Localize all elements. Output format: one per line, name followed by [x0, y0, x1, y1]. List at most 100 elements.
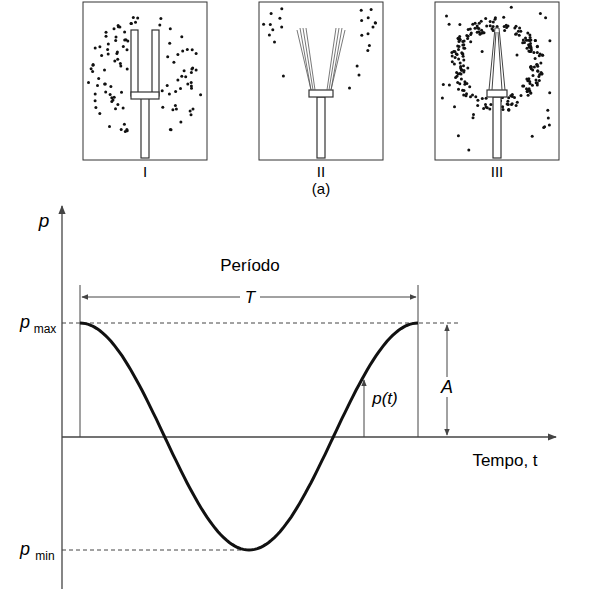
- molecule-dot: [523, 41, 526, 44]
- molecule-dot: [107, 43, 110, 46]
- molecule-dot: [531, 135, 534, 138]
- molecule-dot: [126, 68, 129, 71]
- molecule-dot: [100, 54, 103, 57]
- molecule-dot: [374, 21, 377, 24]
- molecule-dot: [191, 48, 194, 51]
- molecule-dot: [522, 84, 525, 87]
- molecule-dot: [467, 148, 470, 151]
- molecule-dot: [113, 96, 116, 99]
- axis-label: T: [242, 288, 258, 307]
- molecule-dot: [529, 65, 532, 68]
- molecule-dot: [280, 7, 283, 10]
- molecule-dot: [469, 40, 472, 43]
- molecule-dot: [114, 39, 117, 42]
- molecule-dot: [535, 63, 538, 66]
- molecule-dot: [91, 70, 94, 73]
- molecule-dot: [367, 32, 370, 35]
- molecule-dot: [472, 113, 475, 116]
- molecule-dot: [529, 82, 532, 85]
- molecule-dot: [130, 22, 133, 25]
- molecule-dot: [507, 108, 510, 111]
- guides: [62, 285, 460, 550]
- molecule-dot: [457, 48, 460, 51]
- molecule-dot: [502, 108, 505, 111]
- molecule-dot: [175, 108, 178, 111]
- molecule-dot: [94, 106, 97, 109]
- molecule-dot: [195, 52, 198, 55]
- molecule-dot: [92, 64, 95, 67]
- molecule-dot: [103, 82, 106, 85]
- axis-label: A: [438, 377, 456, 397]
- molecule-dot: [526, 90, 529, 93]
- molecule-dot: [484, 17, 487, 20]
- molecule-dot: [460, 68, 463, 71]
- molecule-dot: [116, 51, 119, 54]
- molecule-dot: [442, 83, 445, 86]
- molecule-dot: [445, 14, 448, 17]
- molecule-dot: [486, 106, 489, 109]
- molecule-dot: [538, 79, 541, 82]
- molecule-dot: [280, 25, 283, 28]
- molecule-dot: [469, 95, 472, 98]
- molecule-dot: [174, 104, 177, 107]
- molecule-dot: [534, 39, 537, 42]
- molecule-dot: [186, 83, 189, 86]
- molecule-dot: [536, 63, 539, 66]
- molecule-dot: [96, 84, 99, 87]
- molecule-dot: [518, 26, 521, 29]
- molecule-dot: [539, 12, 542, 15]
- molecule-dot: [476, 99, 479, 102]
- tuning-fork-3: [487, 28, 507, 158]
- molecule-dot: [262, 23, 265, 26]
- molecule-dot: [168, 93, 171, 96]
- molecule-dot: [166, 84, 169, 87]
- molecule-dot: [536, 45, 539, 48]
- molecule-dot: [372, 25, 375, 28]
- molecule-dot: [116, 103, 119, 106]
- molecule-dot: [109, 93, 112, 96]
- molecule-dot: [511, 102, 514, 105]
- molecule-dot: [190, 67, 193, 70]
- molecule-dot: [457, 134, 460, 137]
- molecule-dot: [448, 84, 451, 87]
- molecule-dot: [370, 8, 373, 11]
- molecule-dot: [503, 29, 506, 32]
- axis-label: min: [35, 550, 54, 562]
- molecule-dot: [458, 82, 461, 85]
- molecule-dot: [110, 100, 113, 103]
- molecule-dot: [457, 88, 460, 91]
- molecule-dot: [535, 79, 538, 82]
- molecule-dot: [518, 34, 521, 37]
- molecule-dot: [116, 58, 119, 61]
- molecule-dot: [186, 48, 189, 51]
- axis-label: p(t): [372, 390, 398, 407]
- molecule-dot: [268, 34, 271, 37]
- molecule-dot: [278, 17, 281, 20]
- molecule-dot: [481, 50, 484, 53]
- molecule-dot: [126, 40, 129, 43]
- molecule-dot: [179, 121, 182, 124]
- molecule-dot: [472, 116, 475, 119]
- molecule-dot: [532, 74, 535, 77]
- molecule-dot: [461, 40, 464, 43]
- molecule-dot: [461, 44, 464, 47]
- molecule-dot: [105, 31, 108, 34]
- molecule-dot: [460, 51, 463, 54]
- molecule-dot: [358, 74, 361, 77]
- molecule-dot: [441, 96, 444, 99]
- molecule-dot: [536, 45, 539, 48]
- molecule-dot: [476, 104, 479, 107]
- molecule-dot: [527, 94, 530, 97]
- axis-label: max: [34, 323, 57, 335]
- tuning-fork-1: [131, 30, 159, 158]
- molecule-dot: [471, 23, 474, 26]
- axis-label: I: [143, 164, 147, 179]
- molecule-dot: [541, 54, 544, 57]
- molecule-dot: [169, 128, 172, 131]
- molecule-dot: [92, 63, 95, 66]
- molecule-dot: [113, 27, 116, 30]
- molecule-dot: [534, 39, 537, 42]
- panel-frames: [83, 2, 559, 160]
- molecule-dot: [548, 91, 551, 94]
